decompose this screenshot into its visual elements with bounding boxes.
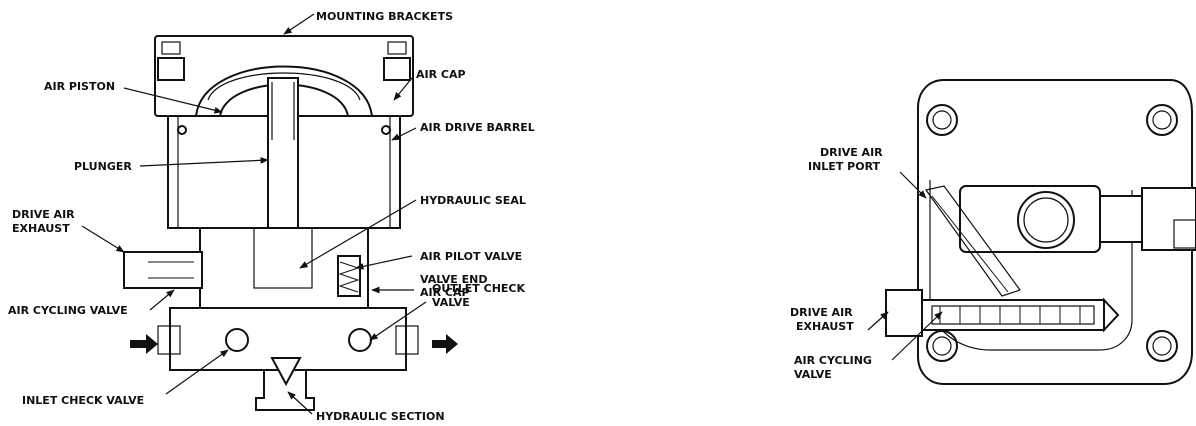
label-air-cap: AIR CAP: [416, 68, 466, 81]
label-drive-air-exhaust-line2: EXHAUST: [12, 222, 70, 235]
label-outlet-check-valve-line2: VALVE: [432, 296, 470, 309]
right-leader-lines: [867, 171, 943, 361]
air-pilot-valve-spring: [337, 255, 361, 297]
label-air-drive-barrel: AIR DRIVE BARREL: [420, 121, 535, 134]
air-cycling-valve-left: [123, 251, 203, 289]
outlet-check-ball: [348, 328, 372, 352]
label-drive-air-inlet-port-line1: DRIVE AIR: [820, 146, 883, 159]
right-labels: DRIVE AIR INLET PORT DRIVE AIR EXHAUST A…: [790, 146, 883, 381]
label-outlet-check-valve-line1: OUTLET CHECK: [432, 282, 526, 295]
label-air-cycling-valve: AIR CYCLING VALVE: [8, 304, 128, 317]
label-air-piston: AIR PISTON: [44, 80, 115, 93]
label-hydraulic-section: HYDRAULIC SECTION: [316, 410, 445, 423]
label-valve-end-air-cap-line1: VALVE END: [420, 273, 487, 286]
label-drive-air-exhaust-right-line2: EXHAUST: [796, 320, 854, 333]
inlet-check-ball: [225, 328, 249, 352]
label-hydraulic-seal: HYDRAULIC SEAL: [420, 194, 526, 207]
left-labels: MOUNTING BRACKETS AIR PISTON AIR CAP AIR…: [8, 10, 535, 423]
left-leader-lines: [81, 13, 427, 415]
label-inlet-check-valve: INLET CHECK VALVE: [22, 394, 144, 407]
mounting-bracket-right: [383, 57, 411, 81]
left-pump-cross-section: [123, 35, 458, 411]
mounting-bracket-left: [157, 57, 185, 81]
label-air-pilot-valve: AIR PILOT VALVE: [420, 250, 522, 263]
label-mounting-brackets: MOUNTING BRACKETS: [316, 10, 453, 23]
label-valve-end-air-cap-line2: AIR CAP: [420, 286, 470, 299]
label-plunger: PLUNGER: [74, 160, 132, 173]
label-drive-air-inlet-port-line2: INLET PORT: [808, 160, 881, 173]
bolt-holes: [926, 104, 1178, 362]
label-air-cycling-valve-right-line1: AIR CYCLING: [794, 354, 872, 367]
flow-in-arrow: [130, 334, 158, 354]
air-cycling-valve-right: [885, 289, 923, 337]
flow-out-arrow: [432, 334, 458, 354]
label-drive-air-exhaust-line1: DRIVE AIR: [12, 208, 75, 221]
right-pump-end-view: [885, 79, 1196, 385]
label-air-cycling-valve-right-line2: VALVE: [794, 368, 832, 381]
upper-fitting-port: [1017, 191, 1075, 249]
label-drive-air-exhaust-right-line1: DRIVE AIR: [790, 306, 853, 319]
